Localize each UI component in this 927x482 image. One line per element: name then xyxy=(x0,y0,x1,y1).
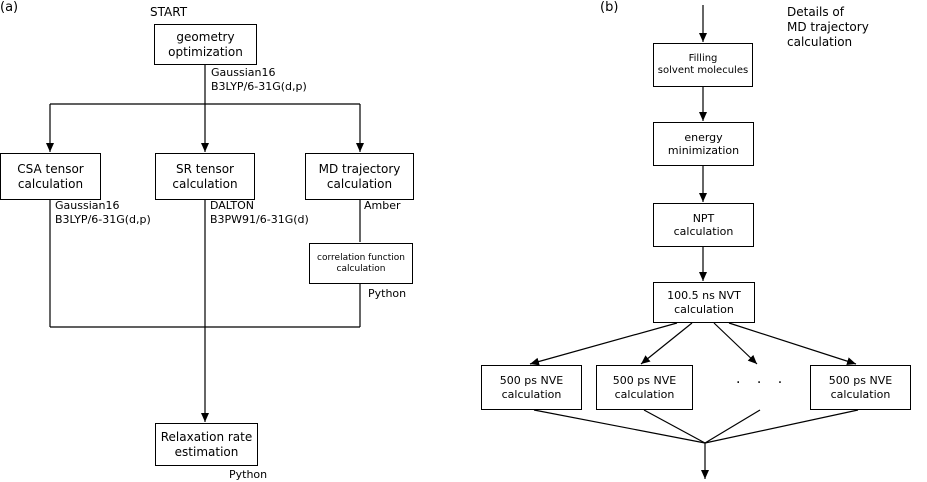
arrow-to-nve-1 xyxy=(529,322,678,366)
panel-a-label: (a) xyxy=(0,0,19,15)
geometry-optimization-box: geometry optimization xyxy=(154,24,257,65)
relaxation-rate-box: Relaxation rate estimation xyxy=(155,423,258,466)
correlation-function-box: correlation function calculation xyxy=(309,243,413,284)
arrow-to-nve-3 xyxy=(728,322,857,366)
md-method-label: Amber xyxy=(364,199,401,212)
relaxation-method-label: Python xyxy=(229,468,268,481)
correlation-method-label: Python xyxy=(368,287,407,300)
details-note: Details of MD trajectory calculation xyxy=(787,5,869,49)
npt-calculation-box: NPT calculation xyxy=(653,203,754,247)
filling-solvent-box: Filling solvent molecules xyxy=(653,43,753,87)
energy-minimization-box: energy minimization xyxy=(653,122,754,166)
ellipsis: · · · xyxy=(736,375,789,391)
nve-box-1: 500 ps NVE calculation xyxy=(481,365,582,410)
nvt-calculation-box: 100.5 ns NVT calculation xyxy=(653,282,755,323)
csa-tensor-box: CSA tensor calculation xyxy=(0,153,101,200)
arrow-to-nve-2 xyxy=(640,322,693,365)
merge-from-nve-dots xyxy=(704,409,761,444)
panel-b-label: (b) xyxy=(600,0,619,15)
md-trajectory-box: MD trajectory calculation xyxy=(305,153,414,200)
start-label: START xyxy=(150,5,188,19)
merge-from-nve-2 xyxy=(643,409,706,444)
arrow-to-nve-dots xyxy=(713,322,758,365)
merge-from-nve-1 xyxy=(533,409,706,444)
sr-tensor-box: SR tensor calculation xyxy=(155,153,255,200)
nve-box-2: 500 ps NVE calculation xyxy=(596,365,693,410)
merge-from-nve-3 xyxy=(704,409,859,444)
csa-method-label: Gaussian16 B3LYP/6-31G(d,p) xyxy=(55,199,151,227)
sr-method-label: DALTON B3PW91/6-31G(d) xyxy=(210,199,309,227)
nve-box-3: 500 ps NVE calculation xyxy=(810,365,911,410)
geometry-method-label: Gaussian16 B3LYP/6-31G(d,p) xyxy=(211,66,307,94)
